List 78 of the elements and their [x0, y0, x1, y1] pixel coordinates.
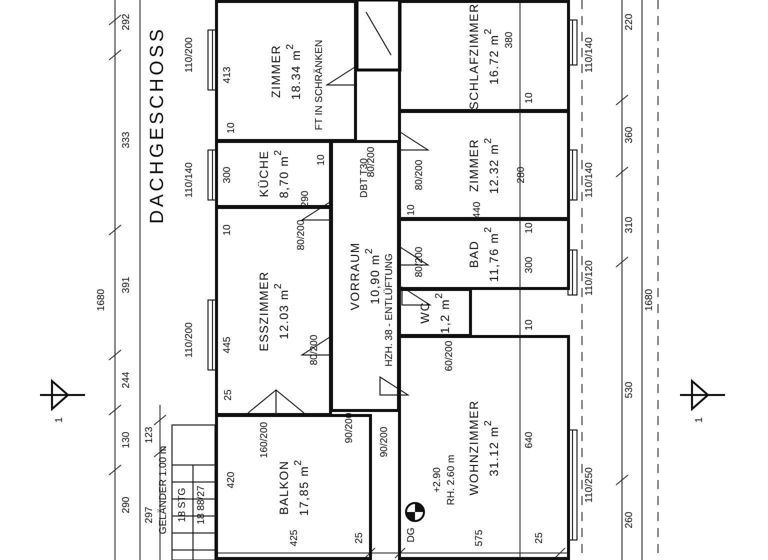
plan-label: 10: [223, 224, 233, 236]
room-name: BAD: [467, 240, 481, 268]
plan-label: 123: [145, 426, 155, 444]
plan-label: HZH. 38 - ENTLÜFTUNG: [385, 253, 395, 367]
plan-label: 10: [317, 154, 327, 166]
room-name: ZIMMER: [467, 138, 481, 192]
room: [215, 140, 332, 208]
plan-label: GELÄNDER 1.00 m: [159, 446, 169, 534]
plan-label: DG: [407, 528, 417, 542]
plan-label: 10: [525, 319, 535, 331]
opening-size: 60/200: [445, 340, 455, 372]
opening-size: 110/140: [585, 37, 595, 73]
room: [330, 140, 400, 412]
plan-label: 1680: [97, 288, 107, 312]
plan-label: 244: [122, 372, 132, 388]
plan-label: 25: [355, 532, 365, 544]
opening-size: 160/200: [260, 422, 270, 458]
plan-label: 1: [55, 417, 65, 423]
plan-label: 440: [473, 202, 483, 218]
plan-label: 292: [122, 14, 132, 30]
plan-label: 260: [625, 512, 635, 528]
room-name: WOHNZIMMER: [467, 400, 481, 496]
plan-label: 220: [625, 14, 635, 30]
room: [398, 218, 570, 290]
opening-size: 90/200: [380, 426, 390, 458]
opening-size: 80/200: [415, 160, 425, 190]
plan-label: 300: [525, 256, 535, 274]
opening-size: 110/200: [185, 322, 195, 358]
room: [398, 110, 570, 220]
room-name: WC: [418, 302, 432, 324]
plan-title: DACHGESCHOSS: [147, 26, 169, 224]
plan-label: 25: [535, 532, 545, 544]
plan-label: 420: [227, 472, 237, 488]
opening-size: 110/120: [585, 260, 595, 296]
plan-label: 10: [227, 122, 237, 134]
plan-label: 413: [223, 66, 233, 84]
plan-label: 445: [223, 336, 233, 354]
room: [215, 414, 372, 560]
plan-label: 280: [517, 166, 527, 184]
plan-label: +2.90: [433, 467, 443, 493]
plan-label: 575: [475, 530, 485, 546]
room: [398, 288, 472, 337]
opening-size: 110/140: [585, 162, 595, 198]
plan-label: 640: [525, 432, 535, 448]
opening-size: 80/200: [297, 220, 307, 250]
room-name: VORRAUM: [348, 242, 362, 310]
plan-label: 130: [122, 432, 132, 448]
plan-label: 10: [525, 92, 535, 104]
plan-label: 300: [223, 166, 233, 184]
opening-size: 80/200: [415, 246, 425, 278]
plan-label: 360: [625, 126, 635, 144]
room: [398, 335, 570, 560]
room: [215, 206, 332, 416]
plan-label: 290: [122, 496, 132, 514]
plan-label: 1: [695, 417, 705, 423]
room-name: KÜCHE: [256, 150, 270, 198]
plan-label: 25: [224, 389, 234, 401]
plan-label: 1680: [645, 288, 655, 312]
plan-label: 310: [625, 216, 635, 234]
room: [398, 0, 570, 112]
plan-label: 380: [505, 32, 515, 48]
plan-label: 297: [145, 506, 155, 524]
plan-label: 10: [525, 222, 535, 234]
room-name: BALKON: [276, 460, 290, 514]
plan-label: FT IN SCHRÄNKEN: [315, 40, 325, 130]
plan-label: RH. 2.60 m: [447, 454, 457, 506]
opening-size: 110/250: [585, 467, 595, 503]
opening-size: 110/200: [185, 37, 195, 73]
plan-label: 425: [290, 530, 300, 546]
room-name: ESSZIMMER: [256, 270, 270, 352]
room-name: SCHLAFZIMMER: [467, 2, 481, 110]
room: [215, 0, 357, 142]
opening-size: 110/140: [185, 162, 195, 198]
room-name: ZIMMER: [269, 44, 283, 98]
plan-label: 530: [625, 382, 635, 398]
plan-label: 391: [122, 276, 132, 294]
plan-label: 333: [122, 132, 132, 148]
plan-label: 10: [407, 204, 417, 216]
